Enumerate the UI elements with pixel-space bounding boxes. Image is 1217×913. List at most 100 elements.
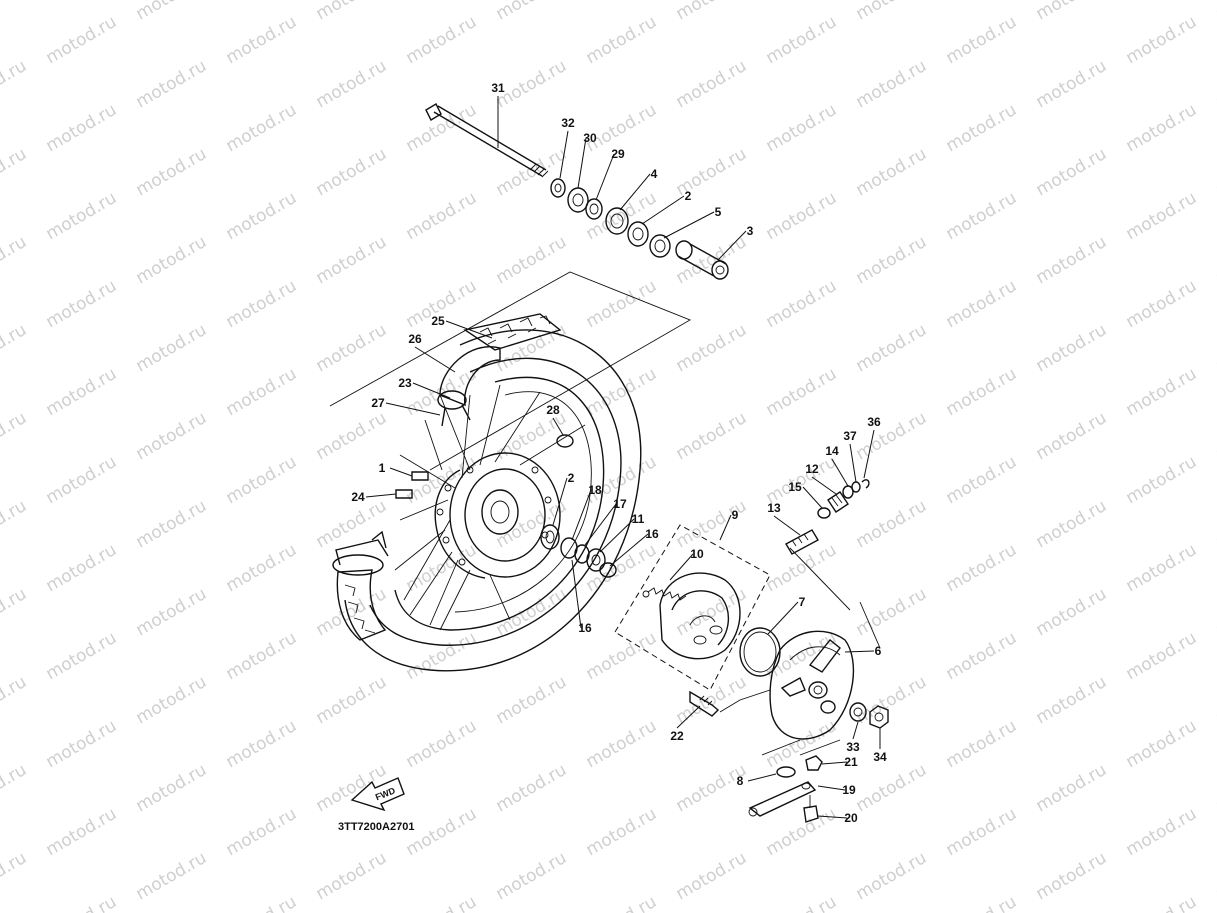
callout-number: 9 bbox=[732, 508, 739, 522]
watermark-text: motod.ru bbox=[133, 496, 211, 552]
callout-number: 19 bbox=[842, 783, 856, 797]
watermark-text: motod.ru bbox=[43, 892, 121, 913]
watermark-text: motod.ru bbox=[133, 0, 211, 24]
watermark-text: motod.ru bbox=[133, 144, 211, 200]
axle-nut bbox=[869, 705, 889, 729]
watermark-text: motod.ru bbox=[0, 584, 30, 640]
leader-line bbox=[802, 486, 823, 509]
watermark-text: motod.ru bbox=[1213, 144, 1217, 200]
watermark-text: motod.ru bbox=[1123, 188, 1201, 244]
watermark-text: motod.ru bbox=[43, 100, 121, 156]
axle-collar bbox=[550, 178, 566, 198]
hub-bearings bbox=[540, 524, 617, 578]
watermark-text: motod.ru bbox=[853, 848, 931, 904]
brake-shoe-plate bbox=[769, 630, 855, 740]
watermark-text: motod.ru bbox=[943, 100, 1021, 156]
leader-line bbox=[676, 705, 701, 729]
rim-band-valve bbox=[556, 434, 574, 448]
camshaft-outline bbox=[719, 689, 771, 713]
callout-number: 8 bbox=[737, 774, 744, 788]
watermark-text: motod.ru bbox=[43, 276, 121, 332]
leader-line bbox=[863, 429, 875, 479]
watermark-text: motod.ru bbox=[1033, 56, 1111, 112]
axle-shaft bbox=[425, 103, 549, 178]
callout-number: 16 bbox=[645, 527, 659, 541]
leader-line bbox=[767, 601, 799, 635]
tire bbox=[344, 329, 642, 672]
oil-seal bbox=[649, 234, 671, 258]
watermark-text: motod.ru bbox=[493, 672, 571, 728]
watermark-text: motod.ru bbox=[1123, 540, 1201, 596]
watermark-text: motod.ru bbox=[403, 892, 481, 913]
callout-number: 16 bbox=[578, 621, 592, 635]
callout-number: 29 bbox=[611, 147, 625, 161]
leader-line bbox=[445, 320, 493, 339]
watermark-text: motod.ru bbox=[943, 804, 1021, 860]
leader-line bbox=[831, 458, 849, 487]
bearing bbox=[627, 221, 649, 247]
watermark-text: motod.ru bbox=[1213, 0, 1217, 24]
tire-tread bbox=[463, 313, 562, 351]
washer bbox=[776, 766, 796, 778]
callout-number: 2 bbox=[568, 471, 575, 485]
watermark-text: motod.ru bbox=[223, 892, 301, 913]
brake-shoes bbox=[659, 572, 741, 660]
fwd-label: FWD bbox=[374, 785, 397, 802]
watermark-text: motod.ru bbox=[1213, 584, 1217, 640]
watermark-text: motod.ru bbox=[763, 804, 841, 860]
watermark-text: motod.ru bbox=[943, 12, 1021, 68]
watermark-text: motod.ru bbox=[853, 56, 931, 112]
watermark-text: motod.ru bbox=[0, 56, 30, 112]
watermark-text: motod.ru bbox=[1033, 848, 1111, 904]
callout-number: 34 bbox=[873, 750, 887, 764]
watermark-text: motod.ru bbox=[1033, 584, 1111, 640]
leader-line bbox=[365, 493, 397, 498]
leader-line bbox=[817, 815, 848, 819]
callout-number: 27 bbox=[371, 396, 385, 410]
watermark-text: motod.ru bbox=[493, 232, 571, 288]
watermark-text: motod.ru bbox=[133, 408, 211, 464]
watermark-text: motod.ru bbox=[0, 0, 30, 24]
callout-number: 26 bbox=[408, 332, 422, 346]
watermark-text: motod.ru bbox=[403, 628, 481, 684]
watermark-text: motod.ru bbox=[403, 12, 481, 68]
callout-number: 32 bbox=[561, 116, 575, 130]
watermark-text: motod.ru bbox=[1033, 408, 1111, 464]
watermark-text: motod.ru bbox=[493, 760, 571, 816]
callout-number: 2 bbox=[685, 189, 692, 203]
watermark-text: motod.ru bbox=[763, 100, 841, 156]
watermark-text: motod.ru bbox=[943, 452, 1021, 508]
watermark-text: motod.ru bbox=[223, 276, 301, 332]
callout-number: 11 bbox=[632, 512, 645, 526]
leader-line bbox=[552, 477, 568, 526]
watermark-text: motod.ru bbox=[673, 496, 751, 552]
watermark-text: motod.ru bbox=[1033, 760, 1111, 816]
leader-line bbox=[619, 173, 651, 211]
callout-number: 28 bbox=[546, 403, 560, 417]
leader-line bbox=[669, 553, 694, 581]
leader-line bbox=[571, 489, 592, 541]
watermark-text: motod.ru bbox=[313, 496, 391, 552]
watermark-text: motod.ru bbox=[583, 364, 661, 420]
callout-number: 12 bbox=[805, 462, 819, 476]
watermark-text: motod.ru bbox=[0, 496, 30, 552]
watermark-text: motod.ru bbox=[673, 848, 751, 904]
callout-number: 33 bbox=[846, 740, 860, 754]
leader-line bbox=[584, 503, 617, 546]
oil-seal bbox=[567, 187, 589, 213]
watermark-text: motod.ru bbox=[763, 364, 841, 420]
spoke-nipple bbox=[395, 489, 413, 499]
watermark-text: motod.ru bbox=[493, 496, 571, 552]
watermark-text: motod.ru bbox=[223, 100, 301, 156]
callout-number: 22 bbox=[670, 729, 684, 743]
watermark-text: motod.ru bbox=[943, 716, 1021, 772]
spoke-nipple bbox=[411, 471, 429, 481]
watermark-text: motod.ru bbox=[943, 540, 1021, 596]
watermark-text: motod.ru bbox=[1033, 672, 1111, 728]
leader-line bbox=[552, 417, 564, 436]
leader-line bbox=[773, 515, 801, 536]
watermark-text: motod.ru bbox=[943, 276, 1021, 332]
watermark-text: motod.ru bbox=[1213, 760, 1217, 816]
watermark-text: motod.ru bbox=[1213, 496, 1217, 552]
leader-line bbox=[641, 195, 685, 225]
